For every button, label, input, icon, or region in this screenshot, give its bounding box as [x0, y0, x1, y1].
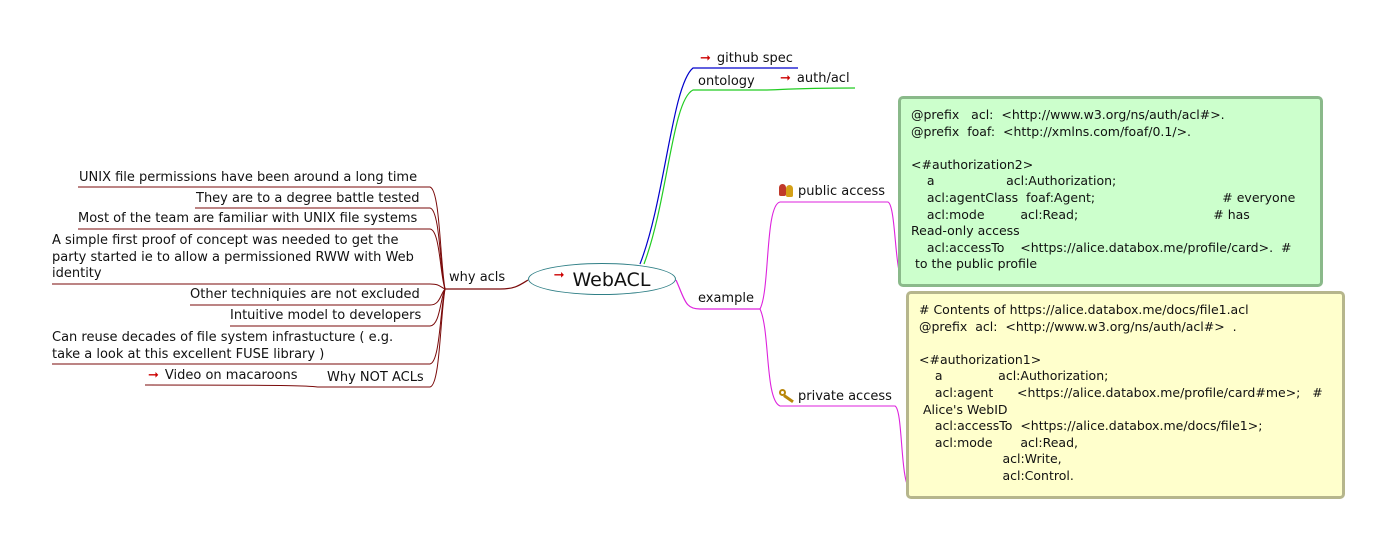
reason-label: UNIX file permissions have been around a…: [79, 170, 418, 185]
reason-label: Can reuse decades of file system infrast…: [52, 330, 394, 362]
reason-label: Most of the team are familiar with UNIX …: [78, 211, 418, 226]
node-reason-2[interactable]: They are to a degree battle tested: [196, 191, 420, 207]
node-private-access-label: private access: [798, 389, 892, 404]
note-line: acl:agent <https://alice.databox.me/prof…: [919, 384, 1323, 400]
link-arrow-icon[interactable]: ➞: [553, 268, 565, 283]
note-line: @prefix acl: <http://www.w3.org/ns/auth/…: [911, 107, 1225, 122]
link-arrow-icon[interactable]: ➞: [780, 71, 791, 86]
key-icon: [779, 388, 795, 404]
node-why-not-acls-label: Why NOT ACLs: [327, 370, 424, 385]
node-ontology[interactable]: ontology: [698, 74, 755, 90]
note-line: @prefix foaf: <http://xmlns.com/foaf/0.1…: [911, 123, 1192, 139]
node-private-access[interactable]: private access: [779, 388, 892, 405]
note-line: to the public profile: [911, 256, 1038, 272]
connector-why-acls: [445, 279, 529, 290]
connector-example: [675, 279, 760, 310]
reason-label: They are to a degree battle tested: [196, 191, 420, 206]
node-reason-4[interactable]: A simple first proof of concept was need…: [52, 233, 417, 283]
node-reason-1[interactable]: UNIX file permissions have been around a…: [79, 170, 417, 186]
note-line: acl:mode acl:Read; # has: [911, 206, 1250, 222]
node-auth-acl[interactable]: ➞ auth/acl: [780, 71, 850, 87]
note-line: <#authorization1>: [919, 351, 1042, 367]
node-reason-7[interactable]: Can reuse decades of file system infrast…: [52, 329, 397, 363]
connector-ontology: [643, 87, 856, 265]
people-icon: [779, 183, 795, 197]
node-ontology-label: ontology: [698, 74, 755, 89]
node-reason-3[interactable]: Most of the team are familiar with UNIX …: [78, 211, 417, 227]
node-why-acls[interactable]: why acls: [449, 270, 505, 286]
node-why-not-acls[interactable]: Why NOT ACLs: [327, 370, 424, 386]
note-line: <#authorization2>: [911, 156, 1034, 172]
connector-github-spec: [639, 67, 798, 265]
node-video-macaroons-label: Video on macaroons: [164, 368, 298, 383]
node-video-macaroons[interactable]: ➞ Video on macaroons: [148, 368, 298, 384]
node-auth-acl-label: auth/acl: [796, 71, 850, 86]
note-line: acl:agentClass foaf:Agent; # everyone: [911, 189, 1296, 205]
note-line: acl:Control.: [919, 467, 1074, 483]
note-line: # Contents of https://alice.databox.me/d…: [919, 302, 1249, 317]
node-public-access-label: public access: [798, 184, 886, 199]
node-example[interactable]: example: [698, 291, 754, 307]
reason-label: A simple first proof of concept was need…: [52, 233, 414, 281]
central-topic-label: WebACL: [572, 269, 651, 291]
note-line: Read-only access: [911, 223, 1020, 239]
public-access-note[interactable]: @prefix acl: <http://www.w3.org/ns/auth/…: [898, 96, 1323, 287]
note-line: acl:accessTo <https://alice.databox.me/p…: [911, 239, 1292, 255]
note-line: acl:accessTo <https://alice.databox.me/d…: [919, 418, 1263, 434]
note-line: a acl:Authorization;: [911, 173, 1117, 189]
node-example-label: example: [698, 291, 754, 306]
note-line: a acl:Authorization;: [919, 368, 1109, 384]
note-line: [911, 140, 1310, 157]
link-arrow-icon[interactable]: ➞: [148, 368, 159, 383]
link-arrow-icon[interactable]: ➞: [700, 51, 711, 66]
note-line: Alice's WebID: [919, 401, 1008, 417]
note-line: @prefix acl: <http://www.w3.org/ns/auth/…: [919, 318, 1237, 334]
connector-public-access: [759, 201, 1312, 310]
node-github-spec-label: github spec: [716, 51, 793, 66]
connector-private-access: [759, 308, 1335, 491]
node-github-spec[interactable]: ➞ github spec: [700, 51, 793, 67]
note-line: acl:mode acl:Read,: [919, 434, 1078, 450]
private-access-note[interactable]: # Contents of https://alice.databox.me/d…: [906, 291, 1345, 499]
reason-label: Other techniquies are not excluded: [190, 287, 420, 302]
node-reason-5[interactable]: Other techniquies are not excluded: [190, 287, 420, 303]
node-why-acls-label: why acls: [449, 270, 506, 285]
note-line: [919, 335, 1332, 352]
note-line: acl:Write,: [919, 451, 1062, 467]
node-reason-6[interactable]: Intuitive model to developers: [230, 308, 421, 324]
central-topic-webacl[interactable]: ➞ WebACL: [528, 263, 676, 295]
reason-label: Intuitive model to developers: [230, 308, 422, 323]
node-public-access[interactable]: public access: [779, 183, 885, 200]
